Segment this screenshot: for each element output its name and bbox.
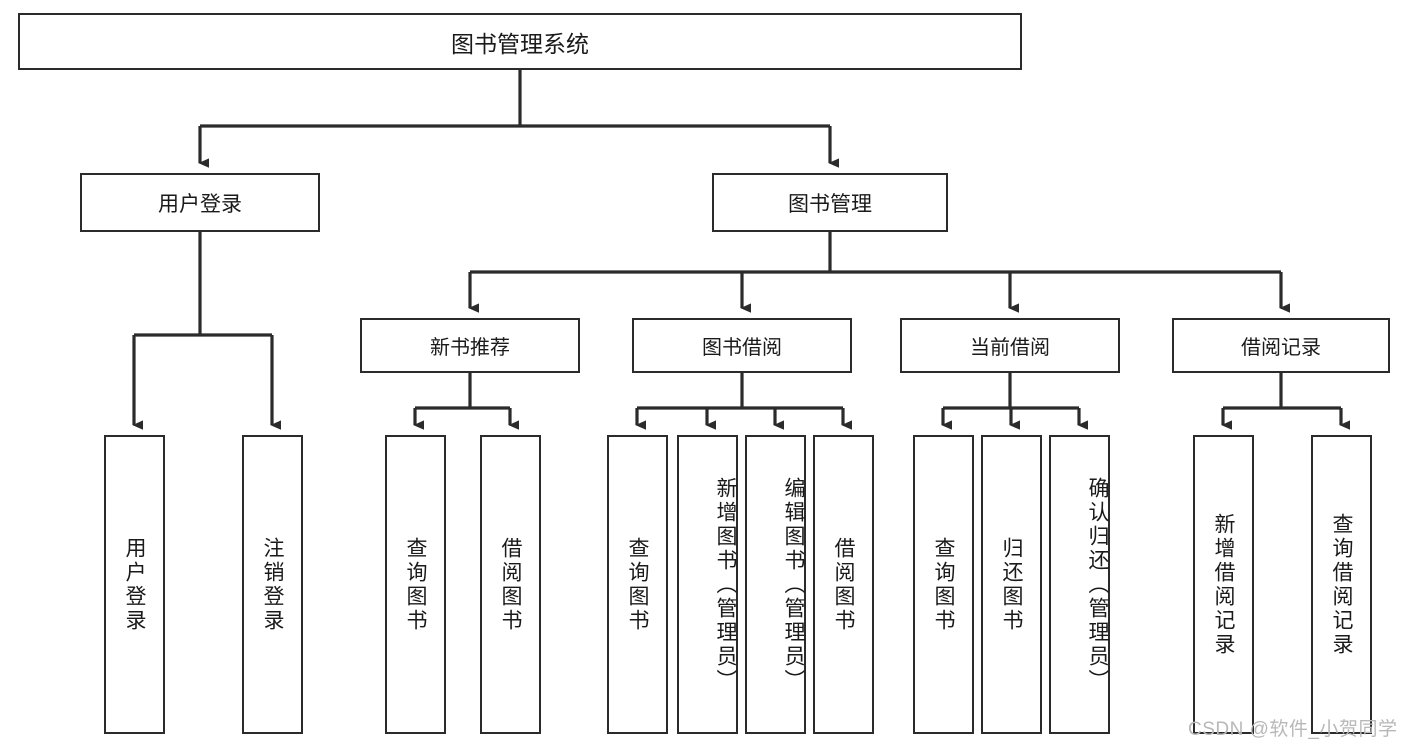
node-book-borrow[interactable]: 图书借阅 — [632, 318, 852, 373]
node-leaf-logout-label: 注销登录 — [261, 536, 284, 633]
node-leaf-query-book-2[interactable]: 查询图书 — [607, 435, 668, 734]
node-leaf-borrow-book-2[interactable]: 借阅图书 — [813, 435, 874, 734]
node-root[interactable]: 图书管理系统 — [18, 13, 1022, 70]
node-new-book-rec-label: 新书推荐 — [430, 337, 510, 359]
node-current-borrow[interactable]: 当前借阅 — [900, 318, 1120, 373]
node-new-book-rec[interactable]: 新书推荐 — [360, 318, 580, 373]
node-leaf-logout[interactable]: 注销登录 — [242, 435, 303, 734]
node-leaf-confirm-return-label: 确认归还（管理员） — [1086, 476, 1109, 693]
node-leaf-add-book-label: 新增图书（管理员） — [714, 476, 737, 693]
node-leaf-edit-book-label: 编辑图书（管理员） — [782, 476, 805, 693]
node-leaf-return-book-label: 归还图书 — [1000, 536, 1023, 633]
node-borrow-record-label: 借阅记录 — [1241, 337, 1321, 359]
node-leaf-query-book-1[interactable]: 查询图书 — [385, 435, 446, 734]
node-root-label: 图书管理系统 — [451, 30, 589, 57]
node-leaf-borrow-book-1-label: 借阅图书 — [499, 536, 522, 633]
node-leaf-confirm-return[interactable]: 确认归还（管理员） — [1049, 435, 1110, 734]
node-leaf-user-login[interactable]: 用户登录 — [104, 435, 165, 734]
node-book-borrow-label: 图书借阅 — [702, 337, 782, 359]
node-leaf-edit-book[interactable]: 编辑图书（管理员） — [745, 435, 806, 734]
node-leaf-return-book[interactable]: 归还图书 — [981, 435, 1042, 734]
node-leaf-query-book-3[interactable]: 查询图书 — [913, 435, 974, 734]
node-leaf-query-record-label: 查询借阅记录 — [1330, 512, 1353, 657]
node-leaf-add-record[interactable]: 新增借阅记录 — [1193, 435, 1254, 734]
node-leaf-query-book-2-label: 查询图书 — [626, 536, 649, 633]
node-leaf-borrow-book-1[interactable]: 借阅图书 — [480, 435, 541, 734]
node-leaf-query-book-3-label: 查询图书 — [932, 536, 955, 633]
node-leaf-add-book[interactable]: 新增图书（管理员） — [677, 435, 738, 734]
node-borrow-record[interactable]: 借阅记录 — [1172, 318, 1390, 373]
node-leaf-query-record[interactable]: 查询借阅记录 — [1311, 435, 1372, 734]
node-leaf-user-login-label: 用户登录 — [123, 536, 146, 633]
node-user-login-label: 用户登录 — [158, 192, 242, 216]
node-leaf-borrow-book-2-label: 借阅图书 — [832, 536, 855, 633]
node-leaf-add-record-label: 新增借阅记录 — [1212, 512, 1235, 657]
node-book-manage-label: 图书管理 — [788, 192, 872, 216]
node-user-login[interactable]: 用户登录 — [80, 173, 320, 232]
node-leaf-query-book-1-label: 查询图书 — [404, 536, 427, 633]
node-current-borrow-label: 当前借阅 — [970, 337, 1050, 359]
node-book-manage[interactable]: 图书管理 — [712, 173, 948, 232]
